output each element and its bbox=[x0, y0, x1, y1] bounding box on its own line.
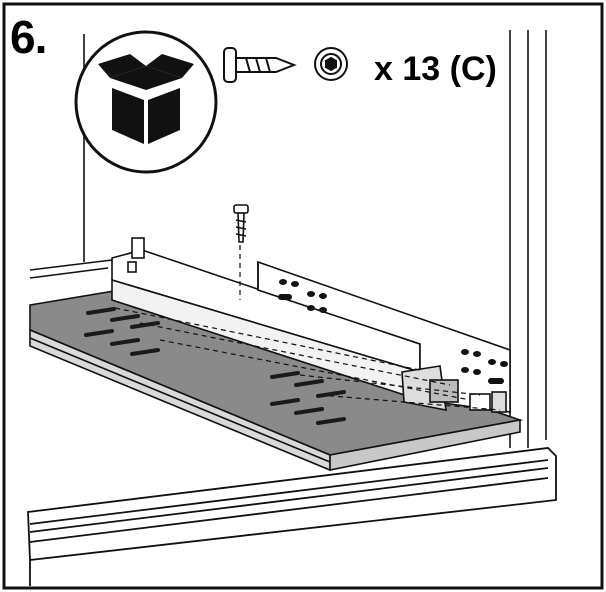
screw-head-icon bbox=[314, 47, 348, 81]
open-box-icon bbox=[74, 30, 218, 174]
runner-holes bbox=[278, 279, 508, 384]
loose-screws bbox=[84, 307, 346, 425]
cabinet-floor bbox=[29, 259, 113, 279]
step-number: 6. bbox=[10, 11, 47, 63]
drawer-runner bbox=[111, 237, 511, 413]
screw-icon bbox=[223, 47, 297, 83]
screw-above-runner bbox=[233, 204, 249, 243]
alignment-lines bbox=[114, 245, 501, 411]
shelf-board bbox=[29, 287, 524, 472]
quantity-label: x 13 (C) bbox=[374, 50, 497, 88]
cabinet-front-rail bbox=[27, 447, 557, 586]
